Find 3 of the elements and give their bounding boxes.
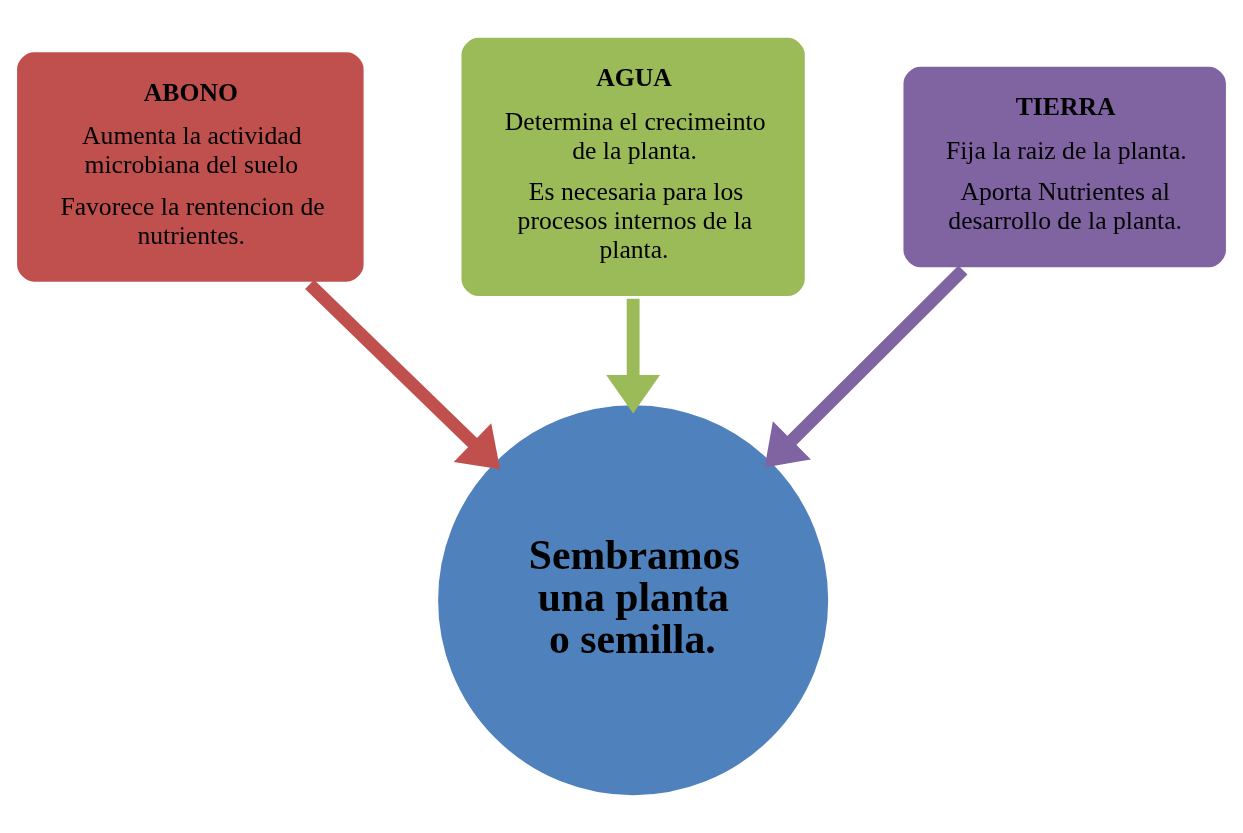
arrow [606,298,661,414]
arrow [764,265,968,468]
arrow [305,279,501,470]
